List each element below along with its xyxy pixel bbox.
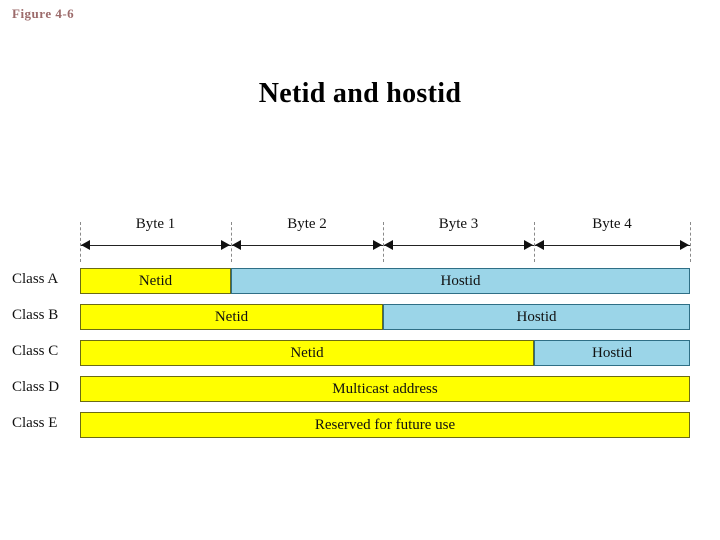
segment-hostid-a: Hostid [231, 268, 690, 294]
byte-guide-4 [690, 222, 691, 262]
segment-netid-c: Netid [80, 340, 534, 366]
byte-1-arrow-left [81, 240, 90, 250]
class-label-b: Class B [12, 307, 59, 323]
segment-label: Hostid [516, 308, 557, 325]
segment-label: Netid [290, 344, 324, 361]
table-row: Class A Netid Hostid [0, 268, 720, 294]
table-row: Class B Netid Hostid [0, 304, 720, 330]
table-row: Class D Multicast address [0, 376, 720, 402]
table-row: Class E Reserved for future use [0, 412, 720, 438]
byte-4-arrow-left [535, 240, 544, 250]
byte-2-arrow-left [232, 240, 241, 250]
class-label-d: Class D [12, 379, 60, 395]
byte-label-4: Byte 4 [592, 216, 632, 232]
segment-label: Netid [214, 308, 249, 325]
class-label-c: Class C [12, 343, 59, 359]
byte-4-arrow-right [680, 240, 689, 250]
segment-label: Hostid [591, 344, 632, 361]
class-label-a: Class A [12, 271, 59, 287]
segment-netid-b: Netid [80, 304, 383, 330]
byte-guide-0 [80, 222, 81, 262]
segment-label: Netid [138, 272, 173, 289]
segment-netid-a: Netid [80, 268, 231, 294]
byte-3-arrow-left [384, 240, 393, 250]
byte-1-arrow-right [221, 240, 230, 250]
byte-guide-1 [231, 222, 232, 262]
byte-label-2: Byte 2 [287, 216, 327, 232]
segment-label: Hostid [440, 272, 481, 289]
byte-guide-3 [534, 222, 535, 262]
byte-label-1: Byte 1 [135, 216, 176, 232]
segment-netid-d: Multicast address [80, 376, 690, 402]
byte-2-arrow-right [373, 240, 382, 250]
segment-netid-e: Reserved for future use [80, 412, 690, 438]
byte-scale: Byte 1 Byte 2 Byte 3 Byte 4 [80, 216, 690, 256]
segment-hostid-c: Hostid [534, 340, 690, 366]
table-row: Class C Netid Hostid [0, 340, 720, 366]
byte-label-3: Byte 3 [438, 216, 479, 232]
byte-guide-2 [383, 222, 384, 262]
byte-3-arrow-right [524, 240, 533, 250]
segment-label: Multicast address [332, 380, 438, 397]
segment-hostid-b: Hostid [383, 304, 690, 330]
class-label-e: Class E [12, 415, 58, 431]
figure-label: Figure 4-6 [12, 6, 75, 21]
segment-label: Reserved for future use [314, 416, 456, 433]
page-title: Netid and hostid [258, 78, 462, 109]
